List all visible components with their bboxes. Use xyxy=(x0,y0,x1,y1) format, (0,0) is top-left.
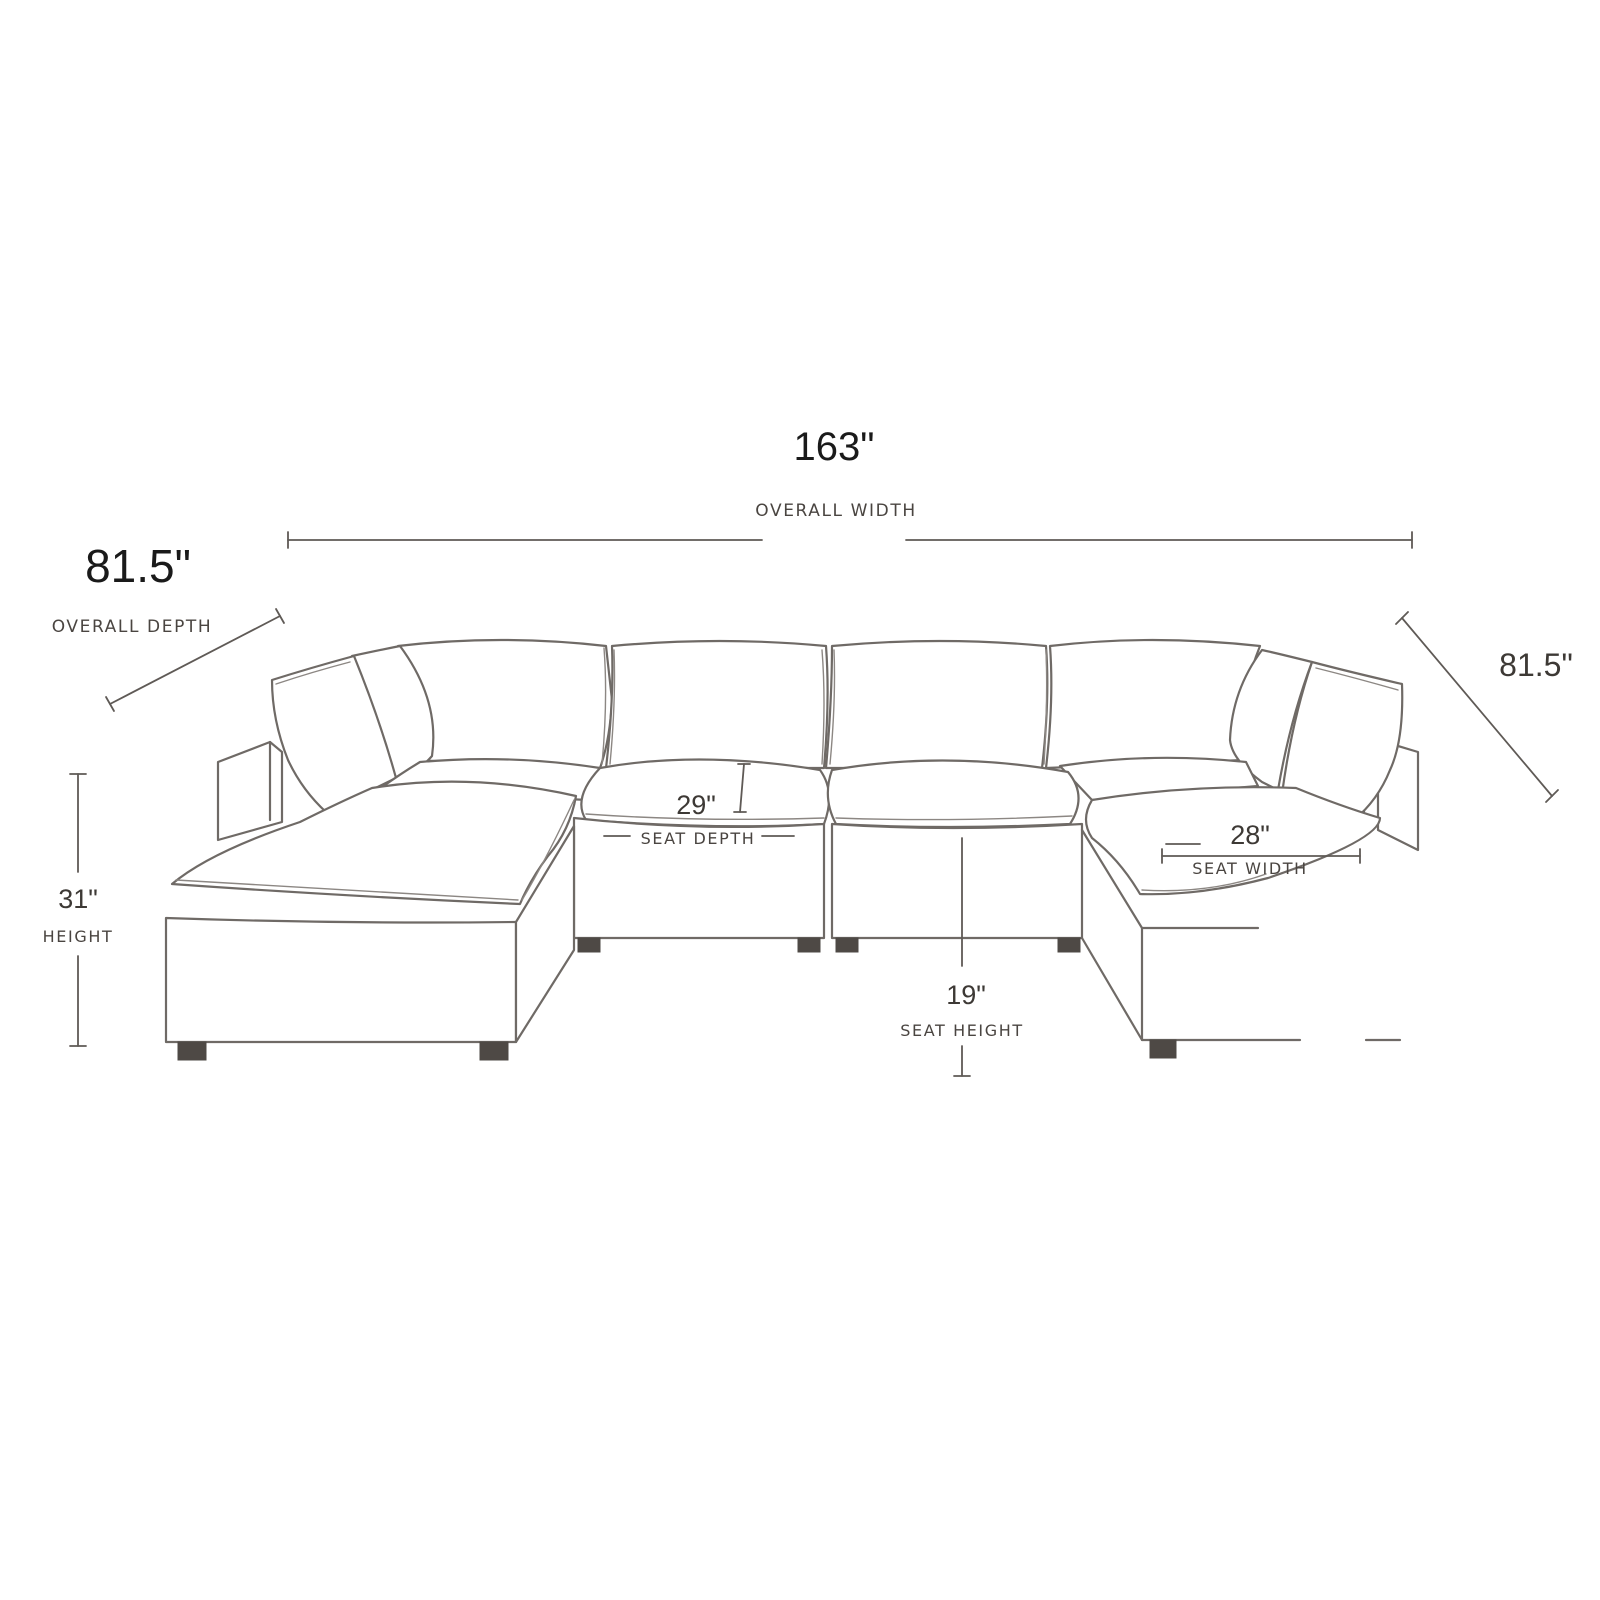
leg xyxy=(479,1041,509,1061)
seat-depth-label: SEAT DEPTH xyxy=(641,829,756,848)
leg xyxy=(1149,1039,1177,1059)
leg xyxy=(1057,937,1081,953)
right-depth-value: 81.5" xyxy=(1499,647,1573,683)
overall-width-line xyxy=(287,531,1413,549)
leg xyxy=(577,937,601,953)
height-line xyxy=(69,773,87,1047)
leg xyxy=(797,937,821,953)
seat-height-label: SEAT HEIGHT xyxy=(900,1021,1024,1040)
leg xyxy=(835,937,859,953)
left-corner-back-block xyxy=(216,740,284,842)
seat-width-line xyxy=(1161,843,1361,864)
left-chaise-cushion xyxy=(170,780,578,906)
sectional-sofa-drawing xyxy=(164,638,1420,1061)
overall-depth-line xyxy=(105,608,285,712)
right-chaise-base xyxy=(1080,828,1144,1042)
overall-width-value: 163" xyxy=(794,425,875,469)
seat-depth-value: 29" xyxy=(676,790,716,820)
left-chaise-base xyxy=(164,916,518,1044)
back-cushion-3 xyxy=(824,639,1049,770)
right-depth-line xyxy=(1395,611,1559,803)
height-label: HEIGHT xyxy=(43,927,114,946)
seat-height-line xyxy=(953,837,971,1077)
seat-width-value: 28" xyxy=(1230,820,1270,850)
seat-width-label: SEAT WIDTH xyxy=(1192,859,1308,878)
back-cushion-2 xyxy=(604,639,829,770)
right-chaise-cushion xyxy=(1084,786,1382,896)
seat-height-value: 19" xyxy=(946,980,986,1010)
height-value: 31" xyxy=(58,884,98,914)
overall-depth-label: OVERALL DEPTH xyxy=(52,617,213,637)
back-cushion-4 xyxy=(1044,638,1262,770)
seat-depth-line xyxy=(603,763,795,837)
center-base-right xyxy=(830,822,1084,940)
overall-width-label: OVERALL WIDTH xyxy=(755,501,916,521)
leg xyxy=(177,1041,207,1061)
right-side-pillow xyxy=(1280,660,1404,822)
dimension-lines xyxy=(69,531,1559,1077)
center-base-left xyxy=(572,816,826,940)
overall-depth-value: 81.5" xyxy=(85,540,191,592)
